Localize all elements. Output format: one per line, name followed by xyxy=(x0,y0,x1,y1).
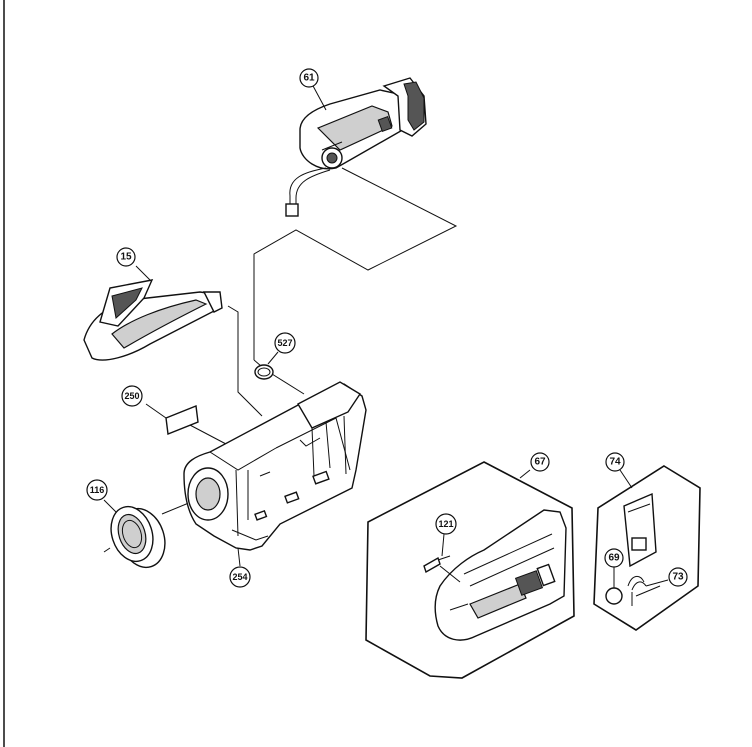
callout-67: 67 xyxy=(530,452,550,472)
o-ring xyxy=(254,351,279,380)
callout-116: 116 xyxy=(86,479,108,501)
callout-label-74: 74 xyxy=(609,457,621,468)
battery-door-panel xyxy=(593,465,701,631)
viewfinder-assembly xyxy=(285,77,427,217)
callout-121: 121 xyxy=(435,513,457,535)
lens-ring xyxy=(103,499,166,569)
callout-69: 69 xyxy=(604,548,624,568)
callout-label-250: 250 xyxy=(124,391,139,401)
callout-label-121: 121 xyxy=(438,519,453,529)
main-cabinet xyxy=(183,381,367,567)
callout-527: 527 xyxy=(274,332,296,354)
callout-74: 74 xyxy=(605,452,625,472)
callout-label-15: 15 xyxy=(120,252,132,263)
leader-61 xyxy=(311,83,327,111)
callout-label-69: 69 xyxy=(608,553,620,564)
callout-254: 254 xyxy=(229,566,251,588)
label-plate xyxy=(145,403,199,435)
callout-label-73: 73 xyxy=(672,572,684,583)
callout-label-254: 254 xyxy=(232,572,247,582)
screw xyxy=(423,533,461,583)
callout-73: 73 xyxy=(668,567,688,587)
callout-label-116: 116 xyxy=(90,485,105,495)
callout-250: 250 xyxy=(121,385,143,407)
callout-label-61: 61 xyxy=(303,73,315,84)
callout-61: 61 xyxy=(299,68,319,88)
side-cover-panel xyxy=(365,461,575,679)
callout-15: 15 xyxy=(116,247,136,267)
hand-strap xyxy=(83,265,223,361)
callout-label-67: 67 xyxy=(534,457,546,468)
callout-label-527: 527 xyxy=(277,338,292,348)
